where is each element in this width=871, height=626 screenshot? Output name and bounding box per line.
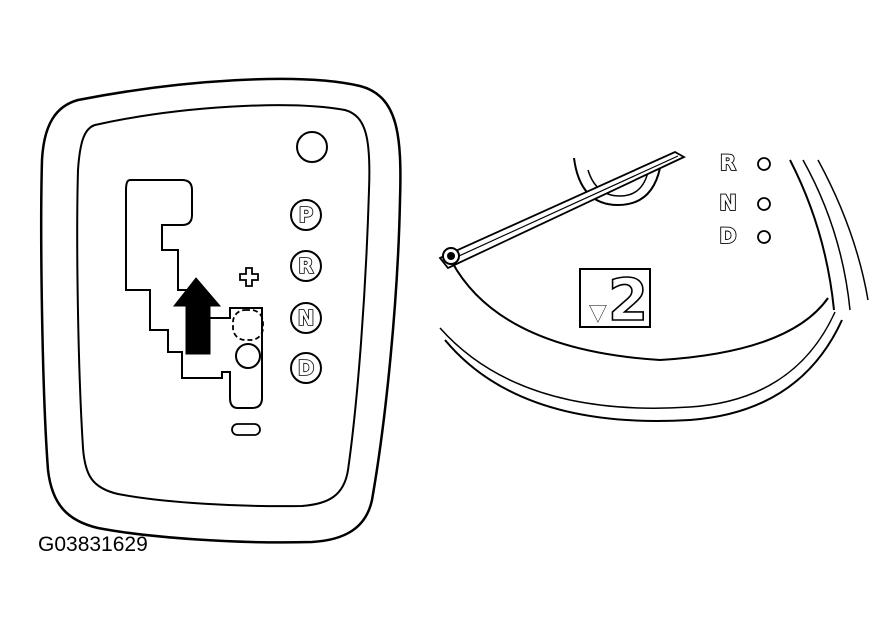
shift-knob-ball: [235, 343, 261, 369]
lcd-gear-digit: 2: [608, 266, 648, 334]
shift-slot: [125, 179, 263, 409]
indicator-d: D: [718, 223, 771, 249]
gate-bezel-inner: [76, 104, 371, 508]
gauge-right-bezel-rim: [817, 159, 869, 301]
gear-position-r: R: [290, 250, 322, 282]
gear-position-p-label: P: [299, 203, 314, 227]
gauge-right-bezel-inner: [802, 159, 851, 311]
minus-symbol: −: [231, 423, 261, 436]
gate-round-button: [296, 131, 328, 163]
indicator-r-label: R: [720, 151, 736, 175]
shift-gate-panel: + − P R N D: [40, 77, 402, 544]
gauge-face-arc: [451, 261, 829, 362]
meter-cluster: ▼ 2 R N D: [438, 150, 869, 422]
shift-up-arrow: [172, 277, 222, 355]
needle-hub: [573, 157, 661, 207]
gear-position-r-label: R: [298, 254, 313, 278]
gear-position-p: P: [290, 199, 322, 231]
indicator-d-label: D: [719, 224, 736, 248]
gauge-needle: [438, 150, 686, 270]
needle-hub-inner: [587, 169, 649, 197]
gear-position-d-label: D: [298, 356, 315, 380]
gauge-inner-arc: [439, 311, 836, 409]
figure-id-label: G03831629: [38, 533, 148, 556]
gear-position-n-label: N: [298, 306, 315, 330]
indicator-n: N: [718, 190, 771, 216]
gauge-right-bezel: [789, 159, 835, 311]
plus-symbol: +: [239, 267, 259, 287]
indicator-n-label: N: [719, 191, 737, 215]
gear-position-n: N: [290, 302, 322, 334]
lcd-down-marker: ▼: [590, 300, 607, 324]
manual-gate-dashed-ring: [232, 309, 264, 341]
gear-lcd-display: ▼ 2: [579, 265, 651, 335]
gear-position-d: D: [290, 352, 322, 384]
gauge-outer-arc: [444, 319, 843, 422]
indicator-r: R: [719, 150, 771, 176]
